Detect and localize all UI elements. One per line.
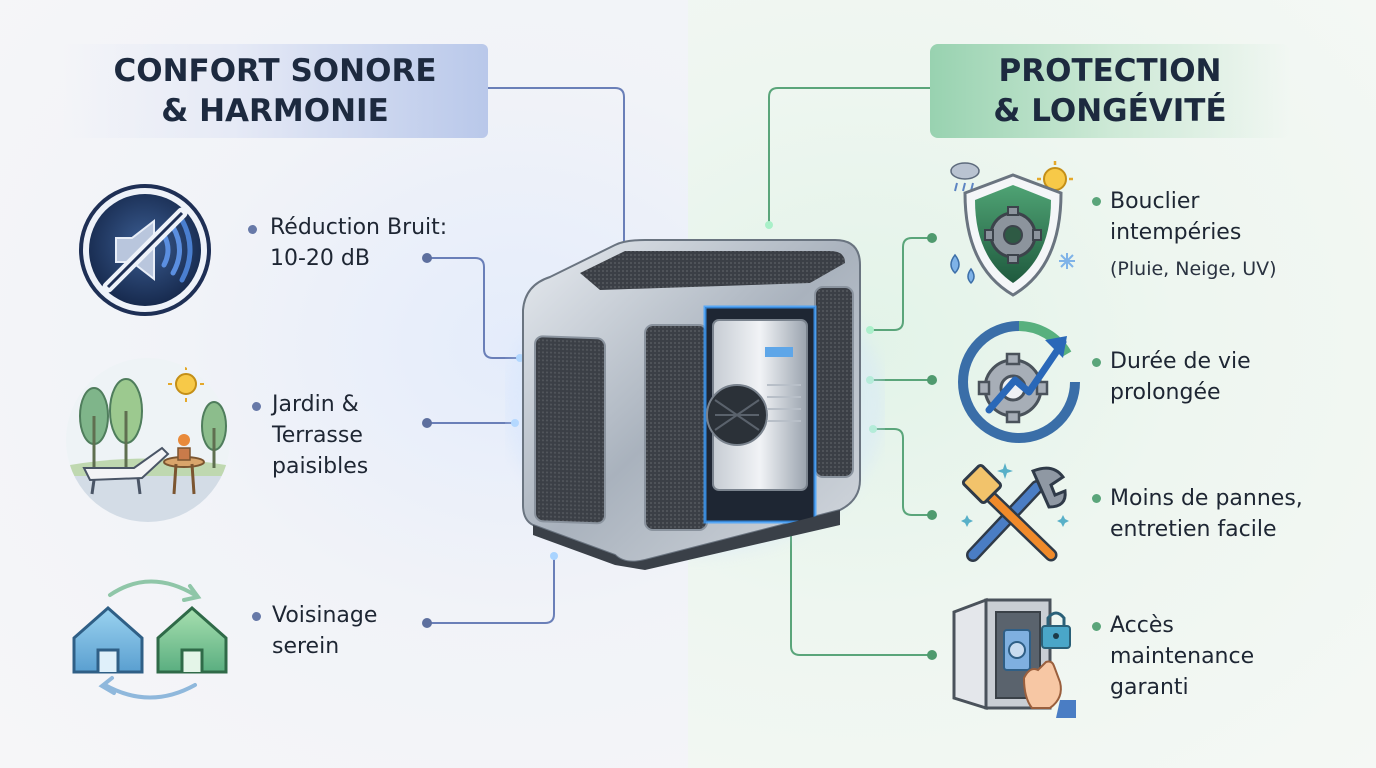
mute-speaker-icon: [79, 184, 211, 316]
title-protection-longevite: PROTECTION & LONGÉVITÉ: [930, 44, 1290, 138]
connector-shield: [870, 237, 932, 331]
label-noise-reduction: Réduction Bruit: 10-20 dB: [270, 215, 448, 271]
connector-title-left: [488, 87, 625, 246]
gear-arrow-icon: [958, 321, 1080, 443]
houses-neighbors-icon: [72, 579, 228, 700]
tools-icon: [961, 463, 1069, 562]
label-garden-terrace: Jardin & Terrasse paisibles: [272, 392, 369, 479]
garden-terrace-icon: [66, 358, 230, 522]
cabinet-lock-icon: [952, 597, 1076, 718]
connector-neighbors: [427, 556, 555, 624]
bullet-shield: [1092, 197, 1101, 206]
weather-shield-icon: [950, 161, 1075, 297]
label-weather-shield: Bouclier intempéries: [1110, 189, 1242, 245]
label-maintenance-access: Accès maintenance garanti: [1110, 613, 1255, 700]
connector-title-right: [768, 87, 930, 225]
bullet-maintenance: [1092, 622, 1101, 631]
bullet-tools: [1092, 494, 1101, 503]
label-less-breakdowns: Moins de pannes, entretien facile: [1110, 486, 1303, 542]
label-lifespan: Durée de vie prolongée: [1110, 349, 1251, 405]
title-confort-sonore: CONFORT SONORE & HARMONIE: [62, 44, 488, 138]
bullet-neighbors: [252, 612, 261, 621]
connector-noise: [427, 257, 520, 359]
bullet-garden: [252, 402, 261, 411]
connector-maintenance: [790, 526, 932, 656]
bullet-lifespan: [1092, 358, 1101, 367]
label-weather-shield-sub: (Pluie, Neige, UV): [1110, 258, 1277, 280]
label-neighbors: Voisinage serein: [272, 603, 378, 659]
heat-pump-enclosure-icon: [505, 239, 885, 570]
connector-tools: [873, 428, 932, 516]
bullet-noise: [248, 225, 257, 234]
